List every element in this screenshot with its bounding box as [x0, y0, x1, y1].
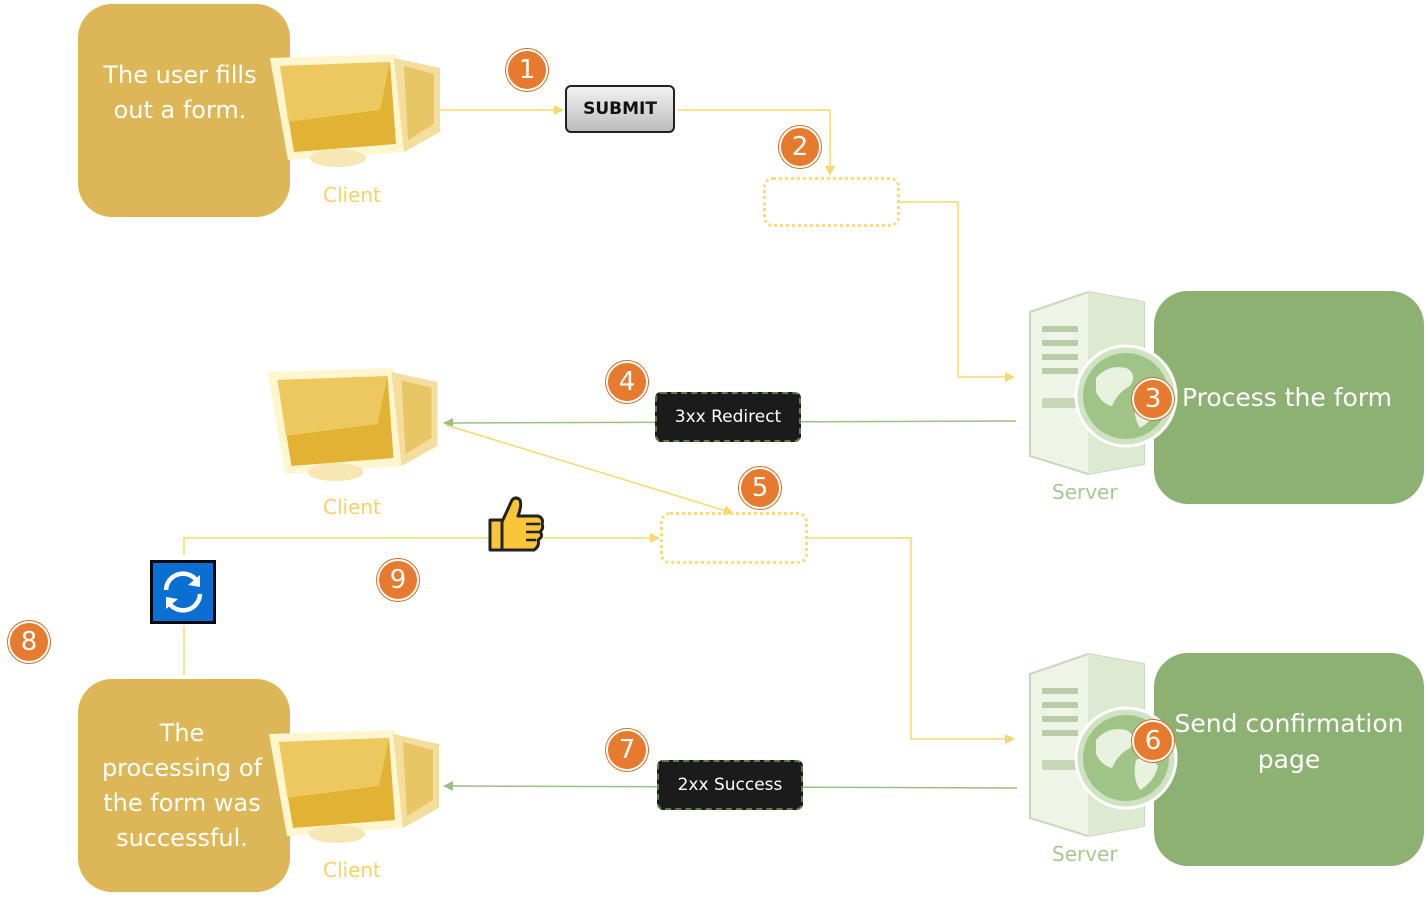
client-computer-icon [270, 54, 440, 167]
submit-button[interactable]: SUBMIT [565, 85, 675, 133]
client-computer-icon [269, 730, 439, 843]
server-label: Server [1052, 842, 1118, 866]
user-fills-form-box: The user fills out a form. [78, 4, 290, 217]
processing-successful-box: The processing of the form was successfu… [78, 679, 290, 892]
step-badge-8: 8 [8, 621, 50, 663]
refresh-icon [150, 560, 216, 624]
client-label: Client [323, 495, 381, 519]
step-badge-1: 1 [506, 49, 548, 91]
user-fills-form-text: The user fills out a form. [103, 60, 257, 124]
server-label: Server [1052, 480, 1118, 504]
redirect-status-label: 3xx Redirect [655, 392, 801, 442]
step-badge-5: 5 [739, 467, 781, 509]
step-badge-6: 6 [1132, 720, 1174, 762]
processing-successful-text: The processing of the form was successfu… [101, 718, 263, 852]
process-form-text: Process the form [1181, 382, 1393, 412]
arrow-refresh-to-request [183, 533, 660, 555]
step-badge-3: 3 [1132, 378, 1174, 420]
thumbs-up-icon [488, 496, 545, 552]
step-badge-2: 2 [779, 126, 821, 168]
arrow-request-to-server-2 [808, 537, 1015, 744]
arrow-request-to-server [900, 201, 1015, 382]
step-badge-7: 7 [606, 729, 648, 771]
client-label: Client [323, 183, 381, 207]
request-box [763, 177, 900, 227]
step-badge-4: 4 [606, 361, 648, 403]
server-icon [1029, 652, 1178, 838]
arrow-submit-to-request [677, 109, 835, 176]
send-confirmation-text: Send confirmation page [1174, 708, 1404, 774]
success-status-label: 2xx Success [657, 760, 803, 810]
arrow-client-to-second-request [445, 424, 734, 516]
client-computer-icon [267, 368, 438, 481]
process-form-box: Process the form [1154, 291, 1424, 504]
send-confirmation-box: Send confirmation page [1154, 653, 1424, 866]
client-label: Client [323, 858, 381, 882]
step-badge-9: 9 [377, 559, 419, 601]
request-box [660, 512, 808, 564]
